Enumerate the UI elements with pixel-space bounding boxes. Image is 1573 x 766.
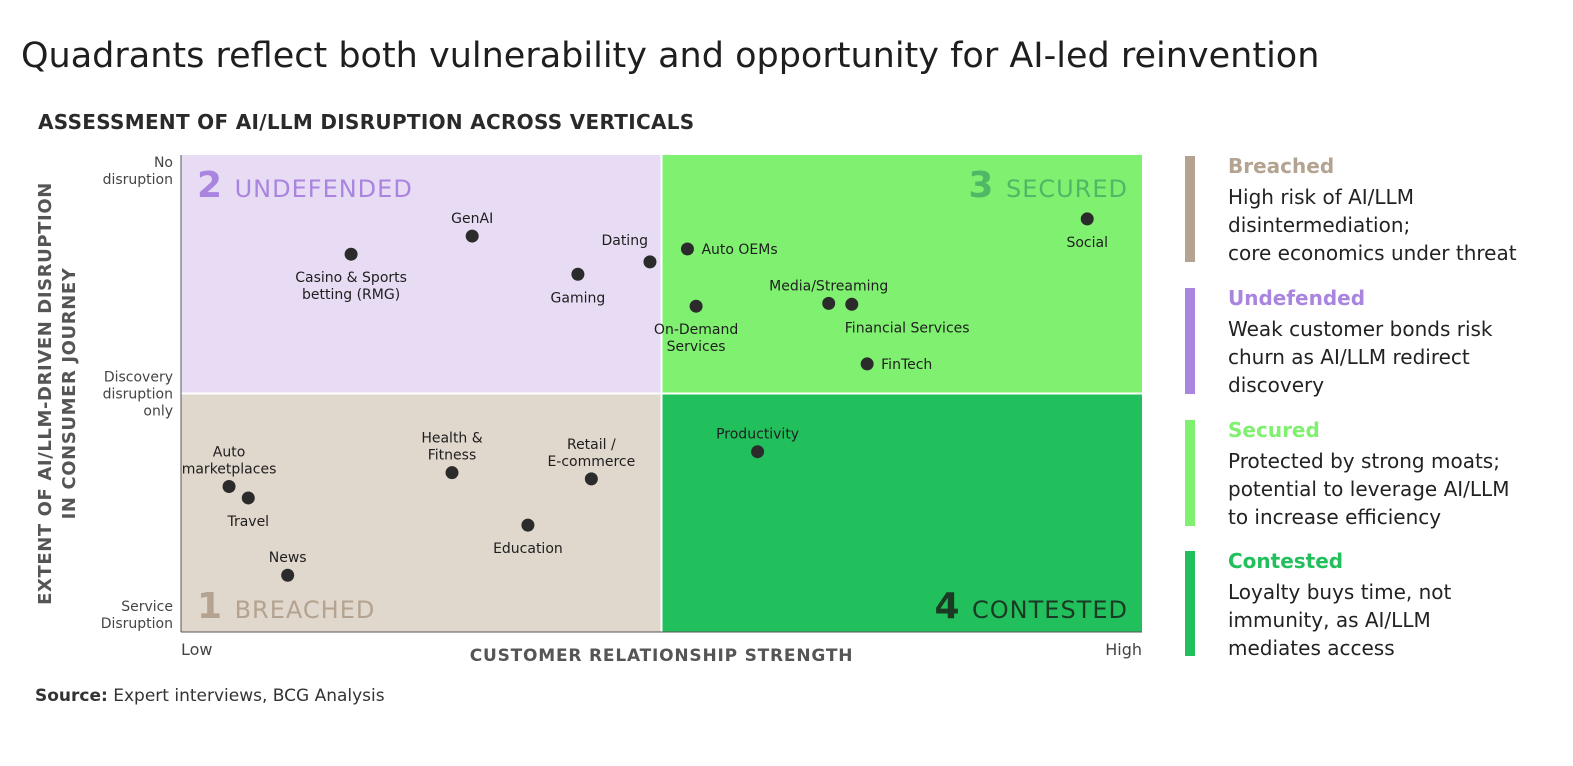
data-point xyxy=(281,568,295,582)
data-label: Fitness xyxy=(428,448,477,464)
quadrant-label-contested: 4 CONTESTED xyxy=(934,586,1128,627)
data-point xyxy=(643,255,657,269)
quadrant-number: 2 xyxy=(197,165,235,206)
x-tick-label-low: Low xyxy=(181,640,213,659)
quadrant-label-secured: 3 SECURED xyxy=(968,165,1128,206)
legend-title: Breached xyxy=(1228,154,1335,178)
y-axis-label: IN CONSUMER JOURNEY xyxy=(59,267,80,519)
data-label: Services xyxy=(667,339,726,355)
quadrant-name: CONTESTED xyxy=(972,596,1128,624)
y-tick-label: Disruption xyxy=(101,616,173,632)
data-point xyxy=(689,299,703,313)
data-label: Media/Streaming xyxy=(769,278,888,294)
quadrant-number: 3 xyxy=(968,165,1006,206)
data-point xyxy=(584,472,598,486)
legend-description: Loyalty buys time, not immunity, as AI/L… xyxy=(1228,580,1452,660)
chart-title: ASSESSMENT OF AI/LLM DISRUPTION ACROSS V… xyxy=(38,110,695,134)
legend-description: Protected by strong moats; potential to … xyxy=(1228,449,1510,529)
page-title: Quadrants reflect both vulnerability and… xyxy=(21,36,1320,76)
quadrant-label-breached: 1 BREACHED xyxy=(197,586,375,627)
quadrant-name: BREACHED xyxy=(235,596,376,624)
quadrant-number: 4 xyxy=(934,586,972,627)
y-tick-label: Service xyxy=(121,599,173,615)
data-label: Health & xyxy=(421,431,482,447)
data-point xyxy=(860,357,874,371)
quadrant-name: SECURED xyxy=(1006,175,1128,203)
data-point xyxy=(241,491,255,505)
y-tick-label: Discovery xyxy=(104,370,173,386)
data-point xyxy=(222,480,236,494)
legend-color-bar xyxy=(1185,156,1195,262)
quadrant-label-undefended: 2 UNDEFENDED xyxy=(197,165,413,206)
data-point xyxy=(1080,212,1094,226)
data-point xyxy=(845,297,859,311)
source-note: Source: Expert interviews, BCG Analysis xyxy=(35,686,385,706)
data-label: Casino & Sports xyxy=(295,270,407,286)
data-point xyxy=(465,229,479,243)
data-label: Dating xyxy=(601,233,648,249)
data-point xyxy=(521,518,535,532)
legend-color-bar xyxy=(1185,551,1195,656)
data-point xyxy=(751,445,765,459)
data-label: Retail / xyxy=(567,437,616,453)
y-tick-label: only xyxy=(143,404,173,420)
x-tick-label-high: High xyxy=(1105,640,1142,659)
data-point xyxy=(445,466,459,480)
data-label: E-commerce xyxy=(547,454,635,470)
quadrant-breached xyxy=(181,393,662,632)
data-label: marketplaces xyxy=(182,462,277,478)
legend-description: Weak customer bonds risk churn as AI/LLM… xyxy=(1228,317,1493,397)
data-label: Travel xyxy=(226,514,269,530)
data-label: Social xyxy=(1066,235,1108,251)
source-label: Source: xyxy=(35,686,108,706)
legend-title: Contested xyxy=(1228,549,1344,573)
data-point xyxy=(571,267,585,281)
data-label: GenAI xyxy=(451,211,493,227)
data-label: betting (RMG) xyxy=(302,287,400,303)
legend-title: Secured xyxy=(1228,418,1320,442)
data-label: Financial Services xyxy=(845,320,970,336)
data-label: FinTech xyxy=(881,357,932,373)
data-label: Education xyxy=(493,541,563,557)
x-axis-label: CUSTOMER RELATIONSHIP STRENGTH xyxy=(470,646,854,666)
legend-description: High risk of AI/LLM disintermediation; c… xyxy=(1228,185,1517,265)
legend-color-bar xyxy=(1185,420,1195,526)
legend-title: Undefended xyxy=(1228,286,1366,310)
y-tick-label: disruption xyxy=(103,172,173,188)
data-label: Productivity xyxy=(716,427,799,443)
y-tick-label: No xyxy=(154,155,173,171)
y-tick-label: disruption xyxy=(103,387,173,403)
legend-color-bar xyxy=(1185,288,1195,394)
data-label: Auto OEMs xyxy=(701,242,777,258)
data-point xyxy=(680,242,694,256)
y-axis-label: EXTENT OF AI/LLM-DRIVEN DISRUPTION xyxy=(35,182,56,605)
quadrant-name: UNDEFENDED xyxy=(235,175,413,203)
quadrant-number: 1 xyxy=(197,586,235,627)
data-label: On-Demand xyxy=(654,322,738,338)
data-label: News xyxy=(269,550,307,566)
quadrant-secured xyxy=(661,155,1142,394)
data-point xyxy=(344,247,358,261)
data-point xyxy=(822,296,836,310)
quadrant-contested xyxy=(661,393,1142,632)
data-label: Gaming xyxy=(551,290,606,306)
source-text: Expert interviews, BCG Analysis xyxy=(113,686,385,706)
data-label: Auto xyxy=(213,445,246,461)
